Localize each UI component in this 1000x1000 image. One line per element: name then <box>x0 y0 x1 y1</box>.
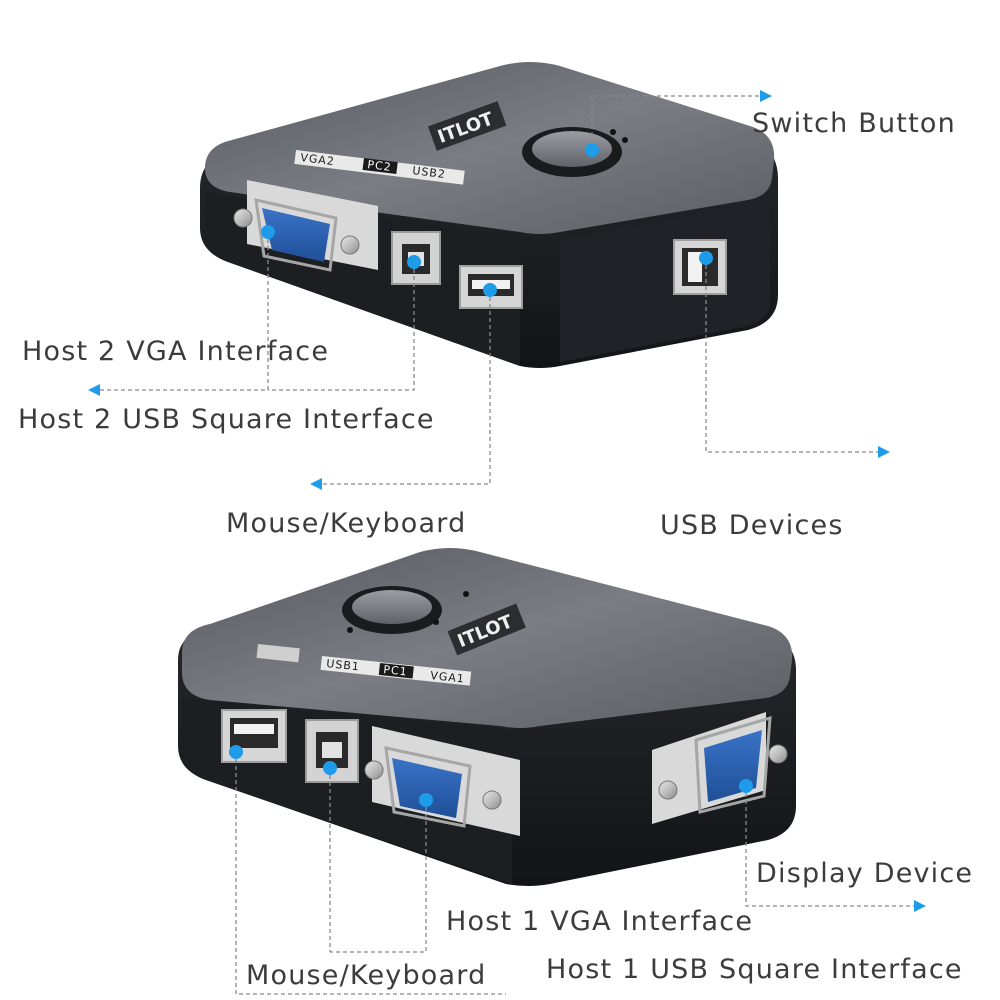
device-top-face <box>205 62 775 234</box>
host1-usb-square-label: Host 1 USB Square Interface <box>546 954 963 985</box>
top-host2-usb-b-port <box>391 231 441 285</box>
top-usb-devices-port <box>673 239 727 295</box>
bottom-host1-vga-port <box>364 726 520 836</box>
top-pc2-label: PC2 <box>367 158 393 174</box>
top-switch-button[interactable] <box>522 127 622 177</box>
host2-vga-label: Host 2 VGA Interface <box>22 336 330 367</box>
top-usb2-label: USB2 <box>412 164 447 181</box>
mouse-keyboard-bottom-label: Mouse/Keyboard <box>246 960 487 991</box>
display-device-label: Display Device <box>756 858 974 889</box>
bottom-vga1-label: VGA1 <box>430 669 466 686</box>
bottom-pc1-label: PC1 <box>383 663 409 678</box>
kvm-switch-top-view: VGA2 PC2 USB2 ITLOT <box>200 62 778 368</box>
top-host2-vga-port <box>233 180 378 272</box>
switch-button-label: Switch Button <box>752 108 956 139</box>
callout-dots <box>229 143 753 807</box>
usb-devices-label: USB Devices <box>660 510 844 541</box>
kvm-switch-bottom-view: USB1 PC1 VGA1 ITLOT <box>178 548 796 886</box>
host1-vga-label: Host 1 VGA Interface <box>446 906 754 937</box>
bottom-switch-button[interactable] <box>342 586 442 634</box>
leader-lines <box>96 95 918 995</box>
host2-usb-square-label: Host 2 USB Square Interface <box>18 404 435 435</box>
mouse-keyboard-top-label: Mouse/Keyboard <box>226 508 467 539</box>
callout-arrows <box>88 90 926 912</box>
top-vga2-label: VGA2 <box>300 151 336 168</box>
bottom-usb1-label: USB1 <box>326 657 361 673</box>
